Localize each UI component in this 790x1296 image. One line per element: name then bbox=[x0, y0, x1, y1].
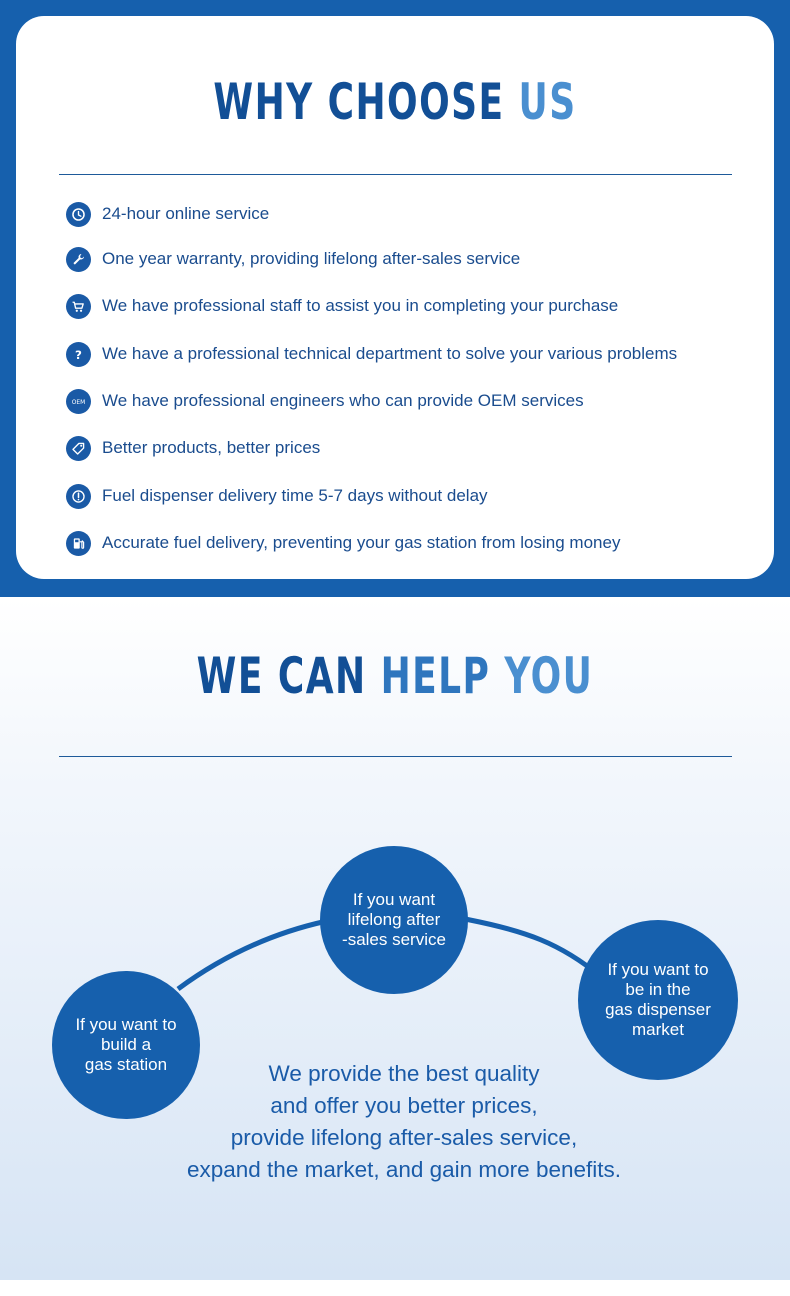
wrench-icon bbox=[66, 246, 91, 272]
title-word-us: US bbox=[518, 73, 577, 131]
feature-item: Accurate fuel delivery, preventing your … bbox=[66, 529, 620, 557]
feature-label: We have professional staff to assist you… bbox=[102, 296, 619, 315]
feature-item: One year warranty, providing lifelong af… bbox=[66, 245, 520, 273]
value-line: provide lifelong after-sales service, bbox=[230, 1125, 578, 1150]
feature-item: 24-hour online service bbox=[66, 200, 269, 228]
goal-circle-build-station: If you want to build a gas station bbox=[52, 971, 200, 1119]
goal-circle-dispenser-market: If you want to be in the gas dispenser m… bbox=[578, 920, 738, 1080]
goal-circle-after-sales: If you want lifelong after -sales servic… bbox=[320, 846, 468, 994]
title-word-help: HELP bbox=[380, 647, 491, 705]
goal-circle-label: If you want to build a gas station bbox=[75, 1015, 177, 1074]
divider bbox=[59, 174, 732, 175]
alert-icon bbox=[66, 483, 91, 509]
feature-item: We have professional staff to assist you… bbox=[66, 292, 618, 320]
feature-label: 24-hour online service bbox=[102, 204, 270, 223]
feature-label: Better products, better prices bbox=[102, 438, 321, 457]
feature-item: Better products, better prices bbox=[66, 434, 320, 462]
feature-label: Fuel dispenser delivery time 5-7 days wi… bbox=[102, 486, 488, 505]
oem-icon: OEM bbox=[66, 388, 91, 414]
svg-text:OEM: OEM bbox=[72, 399, 86, 406]
why-choose-us-card bbox=[16, 16, 774, 579]
value-line: and offer you better prices, bbox=[270, 1093, 538, 1118]
goal-circle-label: If you want to be in the gas dispenser m… bbox=[605, 960, 711, 1039]
question-icon: ? bbox=[66, 341, 91, 367]
title-word-can: CAN bbox=[277, 647, 367, 705]
clock-icon bbox=[66, 201, 91, 227]
feature-label: We have a professional technical departm… bbox=[102, 344, 678, 363]
title-word-we: WE bbox=[196, 647, 264, 705]
cart-icon bbox=[66, 293, 91, 319]
divider bbox=[59, 756, 732, 757]
price-tag-icon bbox=[66, 435, 91, 461]
value-proposition: We provide the best quality and offer yo… bbox=[0, 1058, 790, 1186]
goal-circle-label: If you want lifelong after -sales servic… bbox=[342, 890, 446, 949]
feature-item: ? We have a professional technical depar… bbox=[66, 340, 677, 368]
title-word-you: YOU bbox=[504, 647, 594, 705]
svg-text:?: ? bbox=[75, 347, 82, 361]
value-line: expand the market, and gain more benefit… bbox=[186, 1157, 621, 1182]
feature-item: Fuel dispenser delivery time 5-7 days wi… bbox=[66, 482, 488, 510]
title-word-why: WHY bbox=[213, 73, 314, 131]
feature-label: We have professional engineers who can p… bbox=[102, 391, 584, 410]
fuel-pump-icon bbox=[66, 530, 91, 556]
feature-item: OEM We have professional engineers who c… bbox=[66, 387, 584, 415]
why-choose-us-title: WHY CHOOSE US bbox=[111, 72, 680, 132]
we-can-help-title: WE CAN HELP YOU bbox=[111, 646, 680, 706]
value-line: We provide the best quality bbox=[268, 1061, 540, 1086]
feature-label: Accurate fuel delivery, preventing your … bbox=[102, 533, 621, 552]
feature-label: One year warranty, providing lifelong af… bbox=[102, 249, 521, 268]
title-word-choose: CHOOSE bbox=[327, 73, 505, 131]
